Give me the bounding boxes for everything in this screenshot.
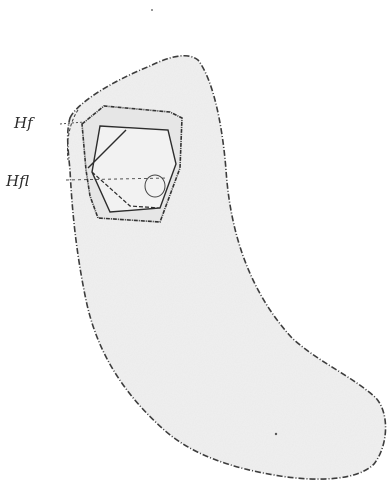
cavity-inner — [92, 126, 176, 212]
stray-dot — [151, 9, 153, 11]
label-hfl: Hfl — [6, 174, 29, 189]
label-hf: Hf — [14, 116, 33, 131]
stray-dot — [275, 433, 277, 435]
